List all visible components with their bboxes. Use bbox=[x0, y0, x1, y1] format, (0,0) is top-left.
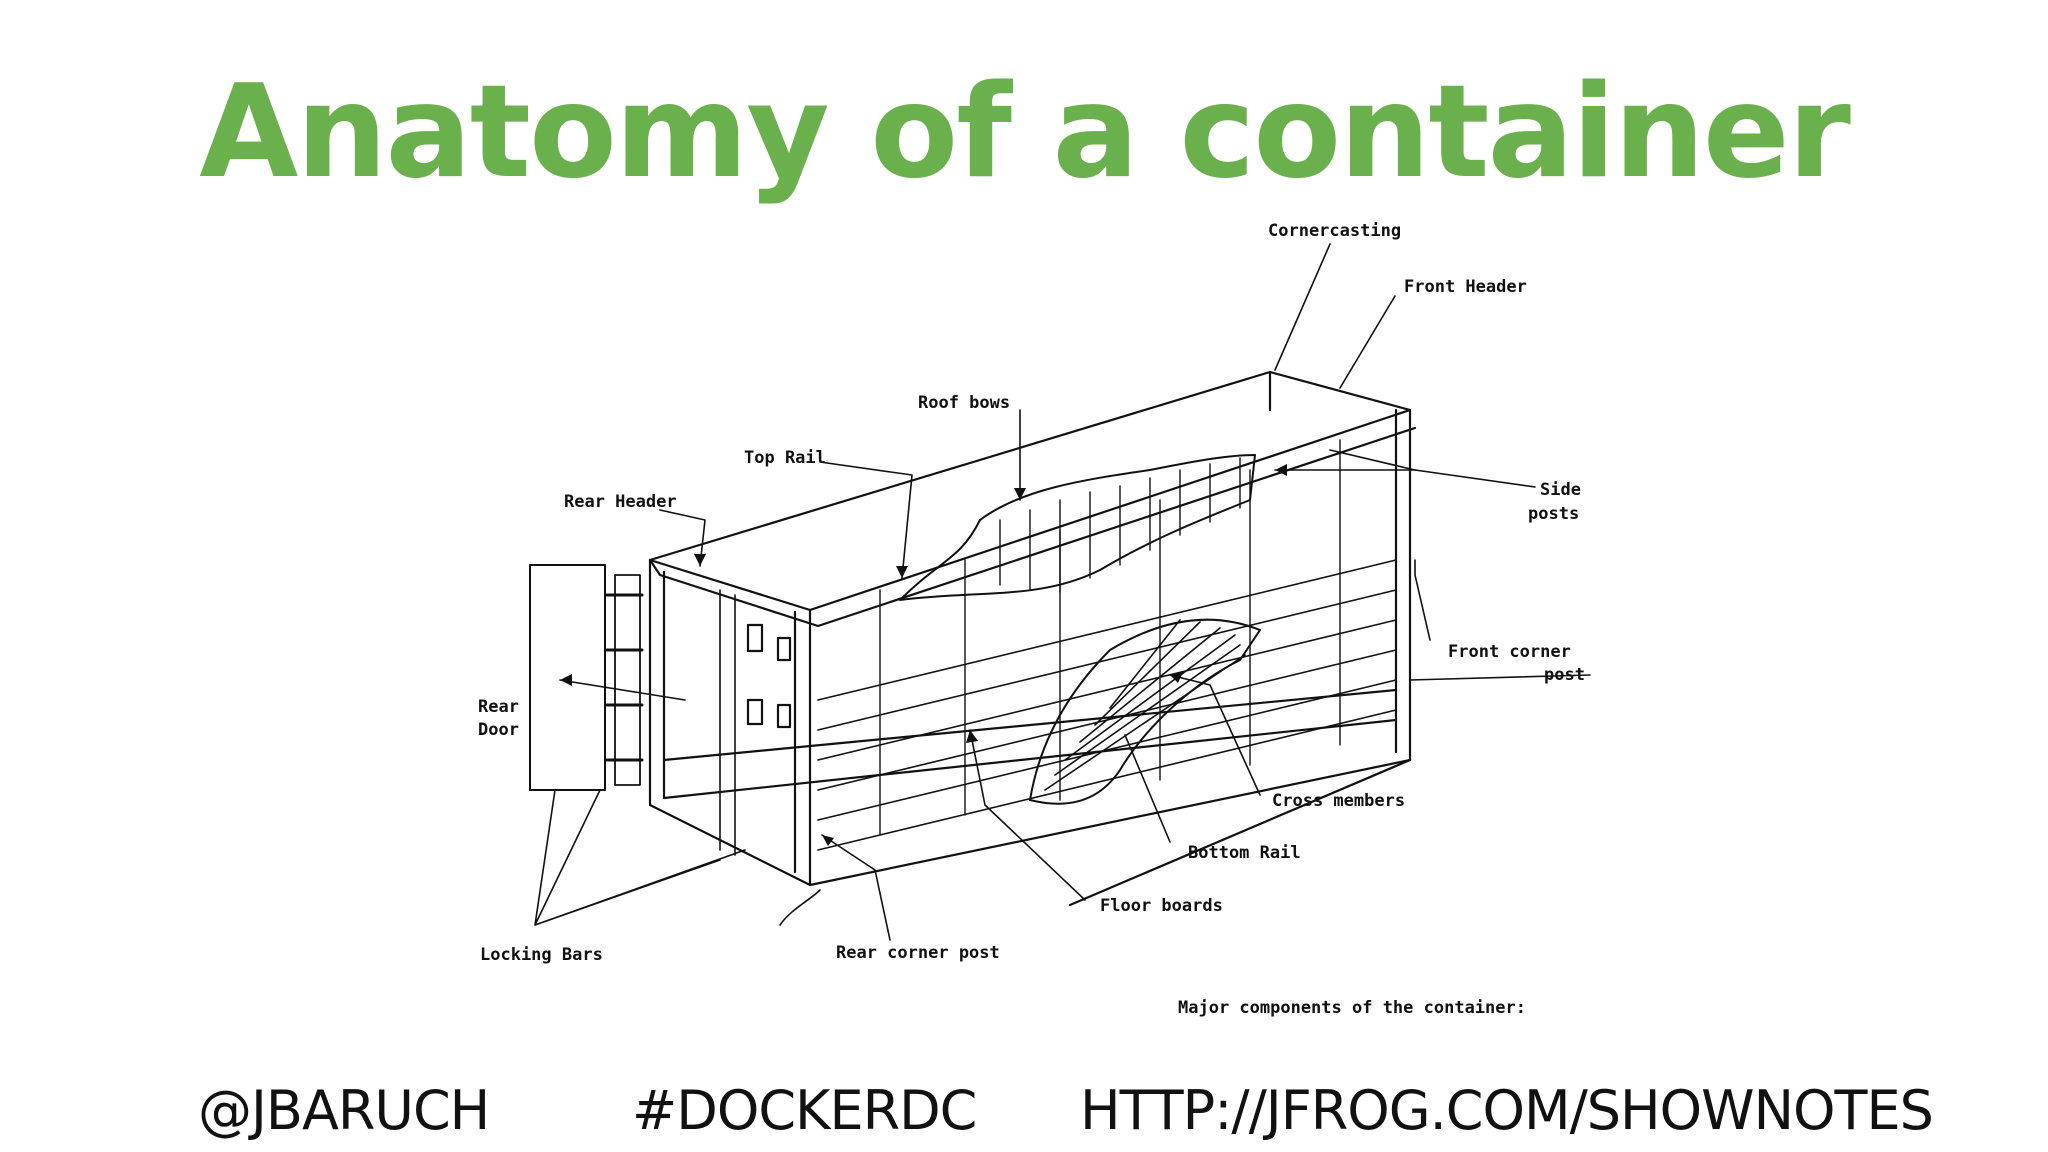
diagram-caption: Major components of the container: bbox=[1178, 998, 1526, 1018]
label-front-corner-post-1: Front corner bbox=[1448, 642, 1571, 662]
label-rear-door-1: Rear bbox=[478, 697, 519, 717]
label-cornercasting: Cornercasting bbox=[1268, 221, 1401, 241]
label-cross-members: Cross members bbox=[1272, 791, 1405, 811]
label-rear-header: Rear Header bbox=[564, 492, 677, 512]
label-rear-corner-post: Rear corner post bbox=[836, 943, 1000, 963]
label-side-posts-1: Side bbox=[1540, 480, 1581, 500]
slide-title: Anatomy of a container bbox=[199, 58, 1851, 207]
label-top-rail: Top Rail bbox=[744, 448, 826, 468]
label-side-posts-2: posts bbox=[1528, 504, 1579, 524]
footer-handle: @JBARUCH bbox=[198, 1079, 490, 1142]
rear-door bbox=[529, 564, 606, 791]
label-bottom-rail: Bottom Rail bbox=[1188, 843, 1301, 863]
label-rear-door-2: Door bbox=[478, 720, 519, 740]
label-roof-bows: Roof bows bbox=[918, 393, 1010, 413]
label-front-corner-post-2: post bbox=[1544, 665, 1585, 685]
label-locking-bars: Locking Bars bbox=[480, 945, 603, 965]
label-front-header: Front Header bbox=[1404, 277, 1527, 297]
footer-hashtag: #DOCKERDC bbox=[632, 1079, 977, 1142]
footer-url: HTTP://JFROG.COM/SHOWNOTES bbox=[1080, 1079, 1934, 1142]
label-floor-boards: Floor boards bbox=[1100, 896, 1223, 916]
